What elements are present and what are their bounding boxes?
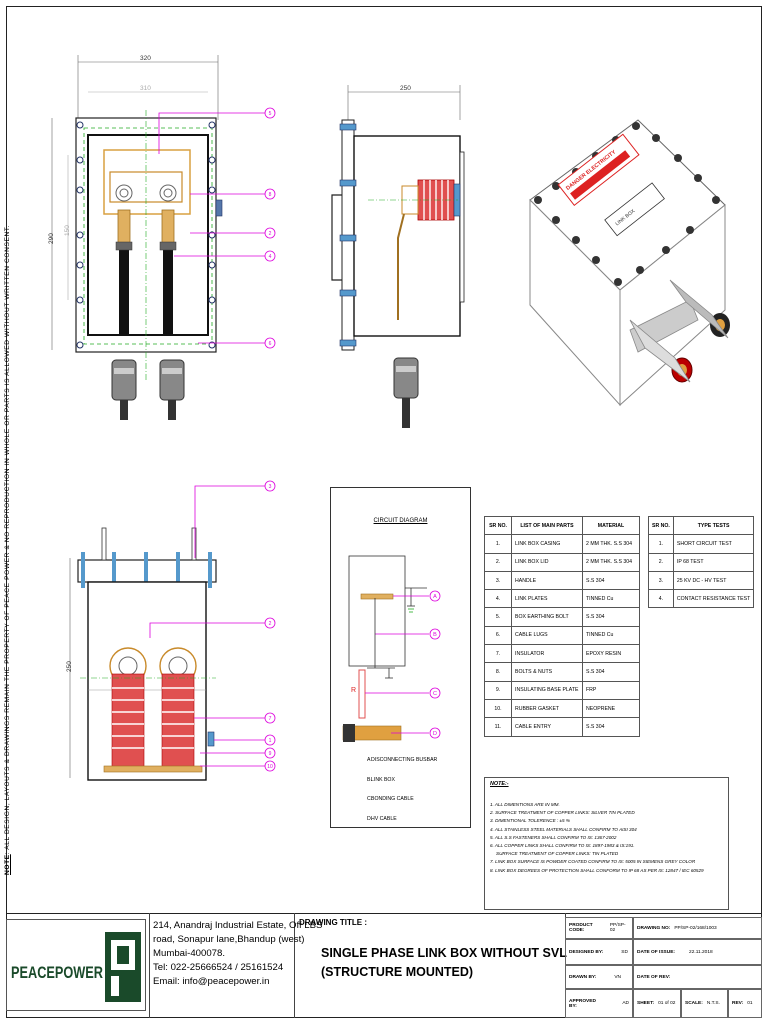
side-view: 250: [331, 85, 465, 428]
drawing-title: SINGLE PHASE LINK BOX WITHOUT SVL (STRUC…: [321, 946, 567, 979]
svg-text:B: B: [433, 632, 437, 638]
note-line: 8. LINK BOX DEGREES OF PROTECTION SHALL …: [490, 867, 704, 873]
type-tests-table: SR NO.TYPE TESTS 1.SHORT CIRCUIT TEST 2.…: [648, 515, 755, 609]
circuit-diagram: R A B C D: [342, 555, 441, 742]
svg-text:PEACEPOWER: PEACEPOWER: [11, 963, 103, 982]
svg-text:6: 6: [269, 341, 272, 347]
date-of-issue-cell: DATE OF ISSUE:22.11.2018: [633, 939, 762, 965]
dim-250-side: 250: [400, 85, 411, 92]
dim-310: 310: [140, 85, 151, 92]
svg-text:2: 2: [269, 231, 272, 237]
legend-item: B.LINK BOX: [367, 776, 395, 783]
dim-150: 150: [64, 225, 71, 236]
title-block: [6, 913, 762, 1019]
legend-item: D.HV CABLE: [367, 815, 397, 822]
section-view: 250 3 2 7 1 9 10: [66, 480, 276, 781]
table-row: 3.25 KV DC - HV TEST: [648, 570, 755, 591]
svg-text:8: 8: [269, 192, 272, 198]
drawing-no-cell: DRAWING NO:PP/SP-02/168/1003: [633, 917, 762, 939]
circuit-diagram-panel: CIRCUIT DIAGRAM R A B C D ADISCONNECTING…: [330, 487, 471, 828]
note-line: 3. DIMENTIONAL TOLERENCE : ±5 %: [490, 818, 570, 824]
legend-item: ADISCONNECTING BUSBAR: [367, 757, 438, 763]
table-row: 1.SHORT CIRCUIT TEST: [648, 534, 755, 554]
scale-cell: SCALE:N.T.S.: [681, 989, 728, 1018]
note-line: 4. ALL STAINLESS STEEL MATERIALS SHALL C…: [490, 826, 637, 832]
approved-by-cell: APPROVED BY:AD: [565, 989, 633, 1018]
table-row: 4.CONTACT RESISTANCE TEST: [648, 589, 755, 609]
notes-panel: NOTE:- 1. ALL DIMENTIONS ARE IN MM. 2. S…: [484, 777, 729, 910]
designed-by-cell: DESIGNED BY:SD: [565, 939, 633, 965]
rev-cell: REV:01: [728, 989, 762, 1018]
product-code-cell: PRODUCT CODE:PP/SP-02: [565, 917, 633, 939]
note-line: SURFACE TREATMENT OF COPPER LINKS: TIN P…: [496, 851, 619, 857]
note-line: 7. LINK BOX SURFACE IS POWDER COATED CON…: [490, 859, 696, 865]
svg-text:2: 2: [269, 621, 272, 627]
company-logo: PEACEPOWER: [6, 919, 146, 1011]
notes-title: NOTE:-: [490, 781, 509, 787]
drawing-sheet: [6, 6, 762, 1018]
peacepower-logo: PEACEPOWER: [7, 920, 145, 1010]
svg-text:1: 1: [269, 738, 272, 744]
company-address: 214, Anandraj Industrial Estate, Off LBS…: [153, 920, 323, 987]
svg-text:5: 5: [269, 111, 272, 117]
divider: [149, 913, 150, 1018]
sheet-cell: SHEET:01 of 02: [633, 989, 681, 1018]
legend-item: C.BONDING CABLE: [367, 796, 414, 802]
note-line: 5. ALL S.S FASTENERS SHALL CONFIRM TO IS…: [490, 834, 617, 840]
svg-text:7: 7: [269, 716, 272, 722]
circuit-legend: ADISCONNECTING BUSBAR B.LINK BOX C.BONDI…: [339, 751, 437, 829]
title-info-grid: PRODUCT CODE:PP/SP-02 DRAWING NO:PP/SP-0…: [565, 917, 762, 1018]
svg-text:10: 10: [267, 764, 273, 770]
dim-290: 290: [48, 233, 55, 244]
svg-text:4: 4: [269, 254, 272, 260]
date-of-rev-cell: DATE OF REV:: [633, 965, 762, 989]
circuit-diagram-title: CIRCUIT DIAGRAM: [373, 518, 428, 524]
copyright-side-note: NOTE: ALL DESIGN, LAYOUTS & DRAWINGS REM…: [4, 224, 11, 875]
divider: [294, 913, 295, 1018]
svg-text:3: 3: [269, 484, 272, 490]
svg-text:A: A: [433, 594, 437, 600]
drawing-title-label: DRAWING TITLE :: [299, 918, 367, 927]
svg-text:9: 9: [269, 751, 272, 757]
table-row: 2.IP 68 TEST: [648, 552, 755, 572]
dim-320: 320: [140, 55, 151, 62]
isometric-view: DANGER ELECTRICITY LINK BOX: [529, 119, 730, 407]
svg-text:D: D: [433, 731, 437, 737]
drawn-by-cell: DRAWN BY:VN: [565, 965, 633, 989]
table-header-row: SR NO.TYPE TESTS: [648, 515, 755, 536]
note-line: 1. ALL DIMENTIONS ARE IN MM.: [490, 802, 560, 807]
note-line: 6. ALL COPPER LINKS SHALL CONFIRM TO IS:…: [490, 843, 635, 849]
svg-text:C: C: [433, 691, 437, 697]
front-view: 320 310 290 150: [48, 55, 276, 420]
dim-250-section: 250: [66, 661, 73, 672]
resistor-label: R: [351, 687, 356, 694]
note-line: 2. SURFACE TREATMENT OF COPPER LINKS: SI…: [490, 810, 635, 816]
